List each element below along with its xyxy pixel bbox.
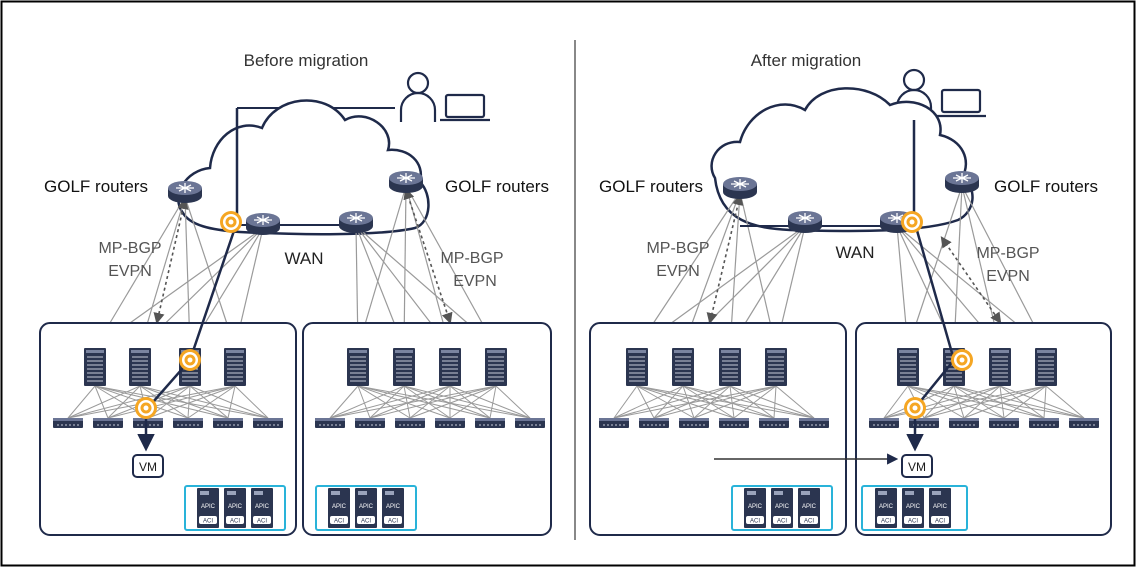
leaf-switch-icon: [252, 417, 284, 429]
leaf-switch-icon: [758, 417, 790, 429]
leaf-switch-icon: [638, 417, 670, 429]
protocol-label: EVPN: [453, 273, 497, 290]
gear-icon: [904, 397, 926, 419]
router-icon: [338, 210, 374, 234]
vm-label: VM: [908, 460, 926, 474]
leaf-switch-icon: [354, 417, 386, 429]
apic-icon: [355, 488, 377, 528]
user-icon: [399, 71, 437, 122]
leaf-switch-icon: [908, 417, 940, 429]
spine-switch-icon: [438, 347, 462, 387]
gear-icon: [901, 211, 923, 233]
mp-bgp-session: [153, 197, 189, 325]
panel-title: After migration: [751, 51, 862, 70]
laptop-icon: [440, 93, 490, 122]
gear-icon: [179, 349, 201, 371]
leaf-switch-icon: [314, 417, 346, 429]
router-icon: [722, 176, 758, 200]
leaf-switch-icon: [434, 417, 466, 429]
spine-switch-icon: [83, 347, 107, 387]
vm-label: VM: [139, 460, 157, 474]
spine-switch-icon: [223, 347, 247, 387]
leaf-switch-icon: [988, 417, 1020, 429]
apic-icon: [902, 488, 924, 528]
leaf-switch-icon: [394, 417, 426, 429]
wan-label: WAN: [284, 249, 323, 268]
leaf-switch-icon: [92, 417, 124, 429]
leaf-switch-icon: [52, 417, 84, 429]
spine-switch-icon: [392, 347, 416, 387]
spine-switch-icon: [764, 347, 788, 387]
spine-switch-icon: [988, 347, 1012, 387]
leaf-switch-icon: [1068, 417, 1100, 429]
cloud-icon: [710, 87, 974, 233]
apic-icon: [744, 488, 766, 528]
leaf-switch-icon: [212, 417, 244, 429]
leaf-switch-icon: [798, 417, 830, 429]
apic-icon: [875, 488, 897, 528]
protocol-label: EVPN: [108, 263, 152, 280]
golf-routers-label: GOLF routers: [994, 177, 1098, 196]
leaf-switch-icon: [1028, 417, 1060, 429]
cloud-icon: [177, 99, 430, 236]
leaf-switch-icon: [474, 417, 506, 429]
protocol-label: MP-BGP: [646, 240, 709, 257]
laptop-icon: [936, 88, 986, 118]
before-migration-panel: Before migration WAN GOLF routers GOLF r…: [39, 51, 552, 536]
protocol-label: MP-BGP: [98, 240, 161, 257]
protocol-label: EVPN: [986, 268, 1030, 285]
apic-icon: [929, 488, 951, 528]
router-icon: [167, 180, 203, 204]
mp-bgp-session: [403, 187, 453, 325]
leaf-switch-icon: [868, 417, 900, 429]
apic-icon: [224, 488, 246, 528]
router-icon: [245, 212, 281, 236]
panel-title: Before migration: [244, 51, 369, 70]
gear-icon: [135, 397, 157, 419]
spine-leaf-links: [613, 385, 815, 419]
golf-routers-label: GOLF routers: [445, 177, 549, 196]
mp-bgp-session: [940, 236, 1002, 324]
spine-switch-icon: [484, 347, 508, 387]
router-icon: [787, 210, 823, 234]
spine-switch-icon: [346, 347, 370, 387]
apic-icon: [382, 488, 404, 528]
traffic-path: [912, 120, 956, 409]
gear-icon: [951, 349, 973, 371]
spine-switch-icon: [718, 347, 742, 387]
protocol-label: MP-BGP: [440, 250, 503, 267]
golf-routers-label: GOLF routers: [44, 177, 148, 196]
apic-icon: [251, 488, 273, 528]
leaf-switch-icon: [598, 417, 630, 429]
spine-switch-icon: [625, 347, 649, 387]
apic-icon: [771, 488, 793, 528]
protocol-label: EVPN: [656, 263, 700, 280]
leaf-switch-icon: [172, 417, 204, 429]
spine-switch-icon: [671, 347, 695, 387]
router-icon: [388, 170, 424, 194]
leaf-switch-icon: [514, 417, 546, 429]
spine-leaf-links: [329, 385, 531, 419]
leaf-switch-icon: [132, 417, 164, 429]
traffic-path: [145, 108, 239, 411]
vm-icon: [901, 454, 933, 478]
vm-icon: [132, 454, 164, 478]
apic-icon: [197, 488, 219, 528]
leaf-switch-icon: [948, 417, 980, 429]
spine-switch-icon: [896, 347, 920, 387]
spine-switch-icon: [1034, 347, 1058, 387]
protocol-label: MP-BGP: [976, 245, 1039, 262]
apic-icon: [798, 488, 820, 528]
apic-icon: [328, 488, 350, 528]
leaf-switch-icon: [718, 417, 750, 429]
leaf-switch-icon: [678, 417, 710, 429]
gear-icon: [220, 211, 242, 233]
wan-label: WAN: [835, 243, 874, 262]
router-icon: [944, 170, 980, 194]
after-migration-panel: After migration WAN GOLF routers GOLF ro…: [589, 51, 1112, 536]
spine-switch-icon: [128, 347, 152, 387]
golf-routers-label: GOLF routers: [599, 177, 703, 196]
